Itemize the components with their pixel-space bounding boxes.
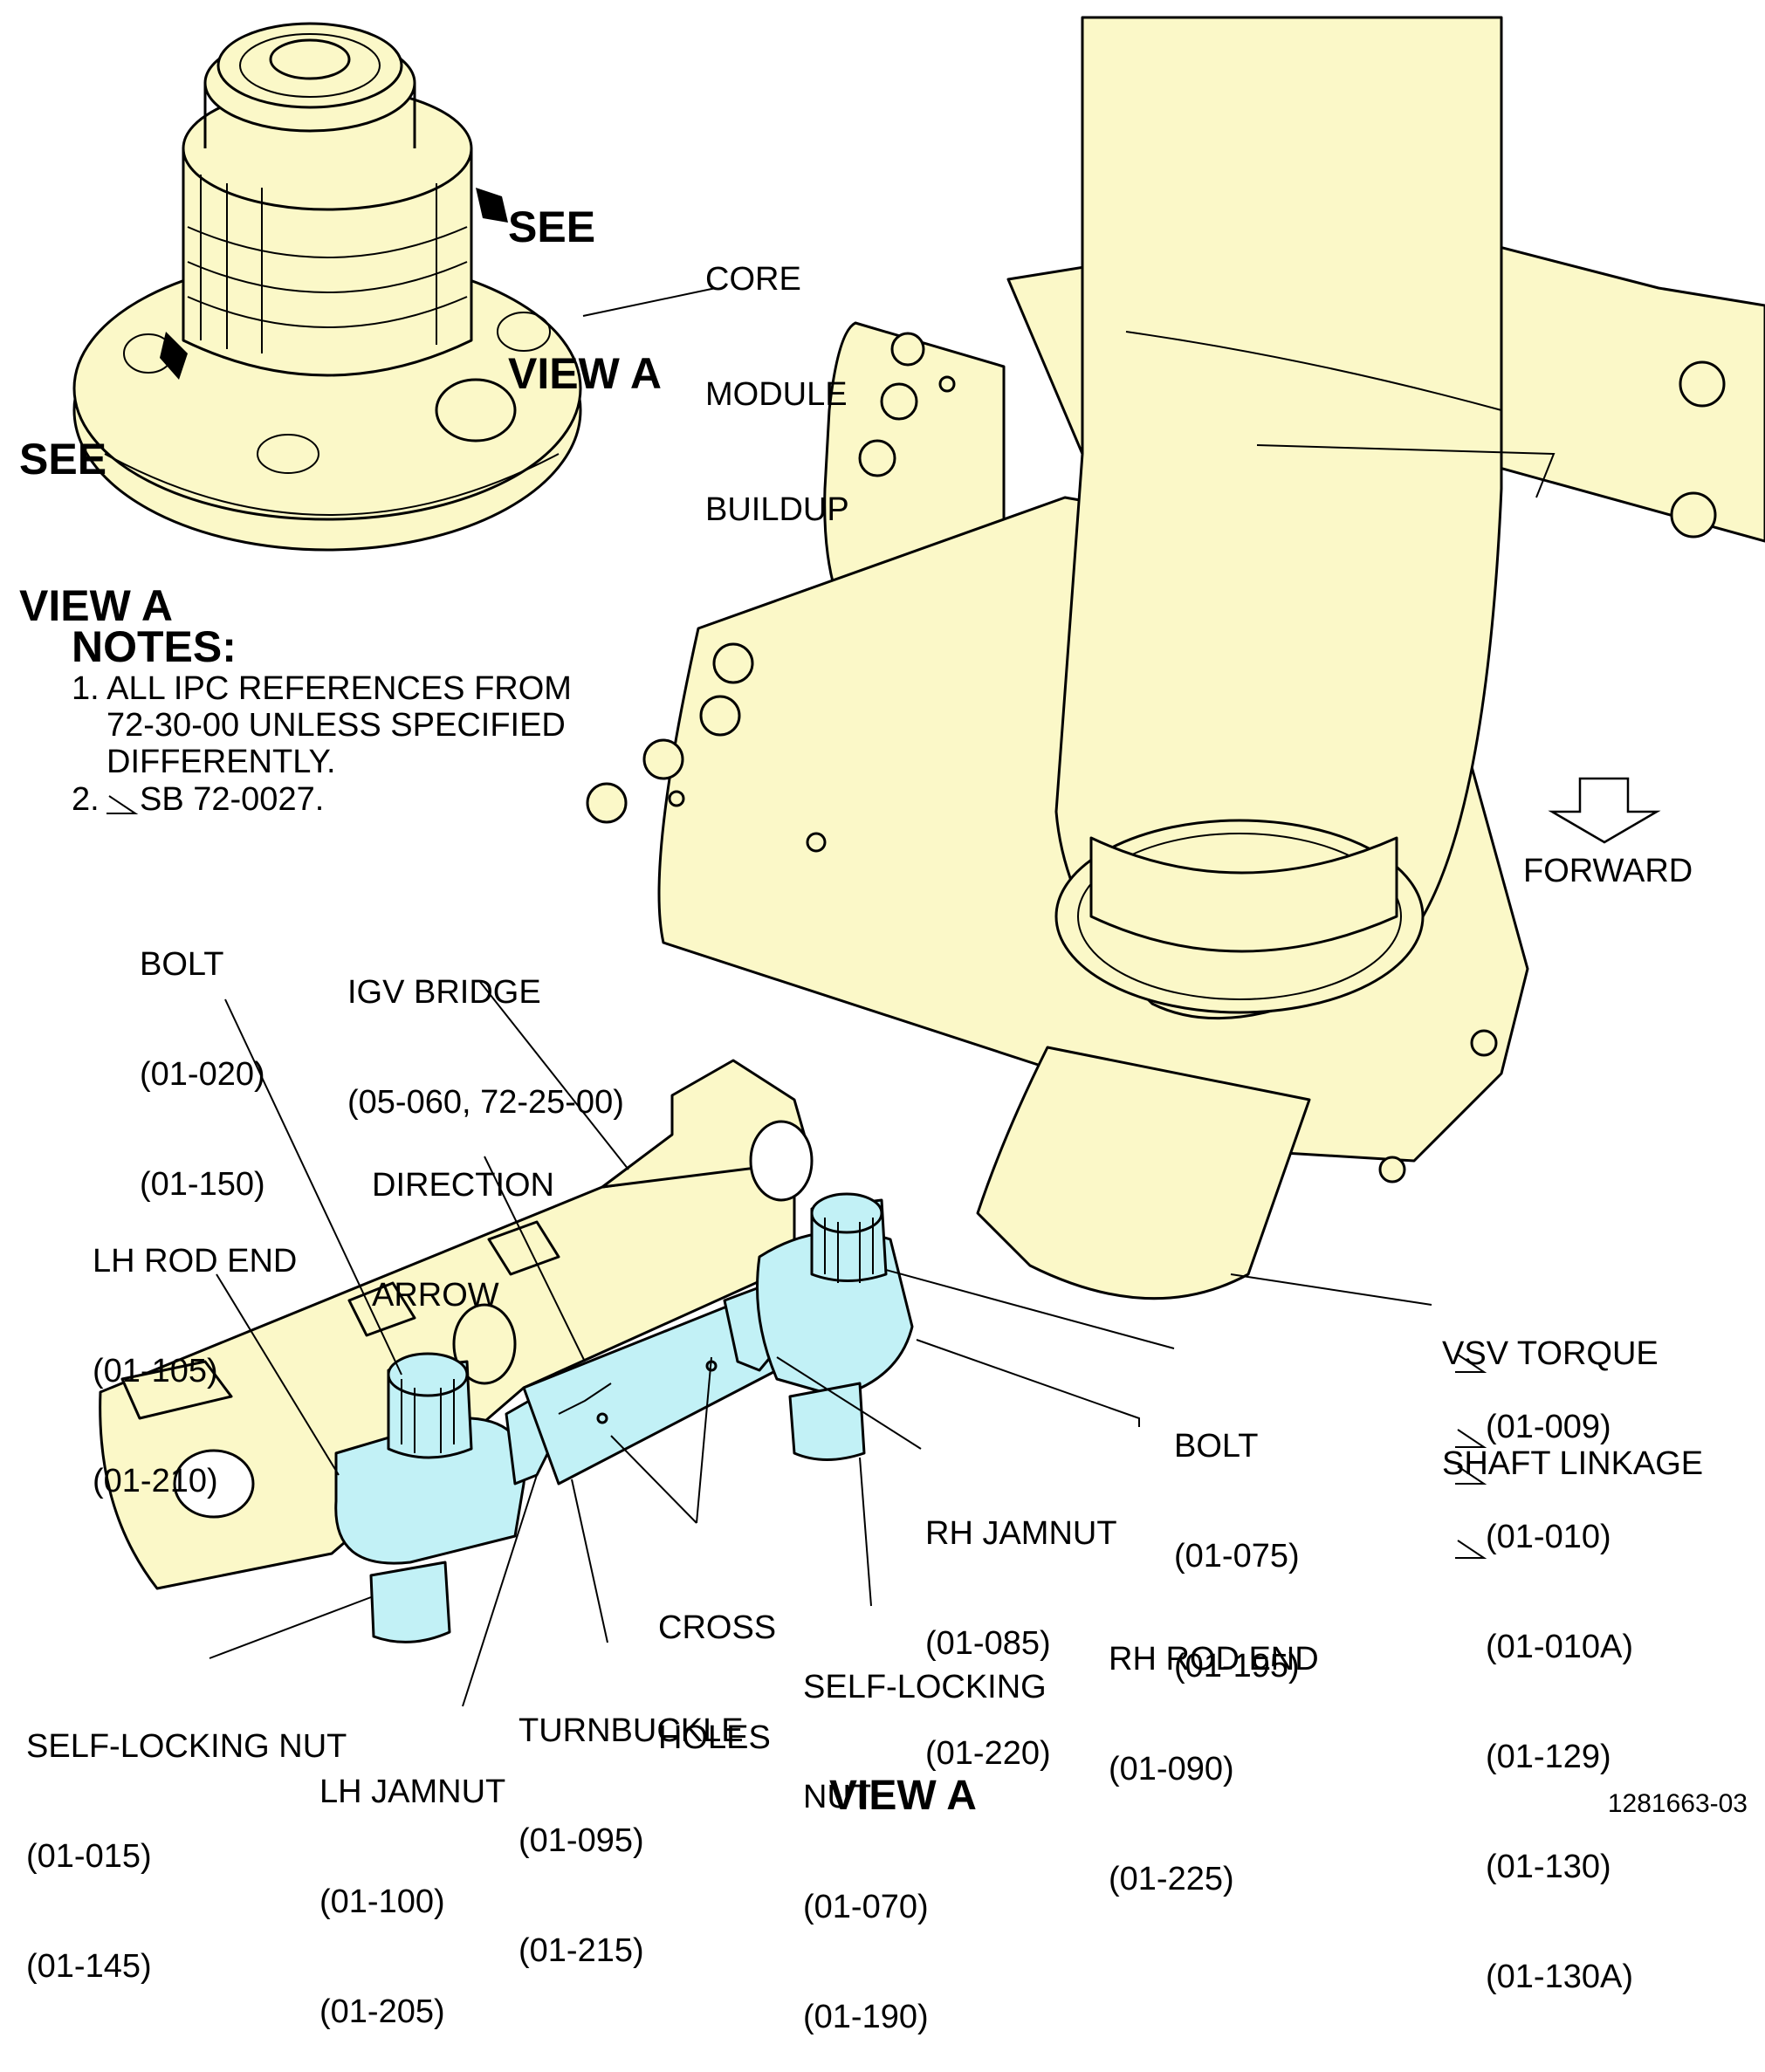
turnbuckle-line3: (01-215) [519, 1932, 644, 1969]
direction-arrow-line2: ARROW [372, 1277, 499, 1314]
vsv-ref-6: (01-130A) [1486, 1959, 1633, 1995]
vsv-refs-list: (01-009) (01-010) (01-010A) (01-129) (01… [1486, 1335, 1633, 2032]
turnbuckle-line2: (01-095) [519, 1822, 644, 1859]
lh-rod-end-label: LH ROD END (01-105) (01-210) [93, 1170, 297, 1536]
self-locking-nut-lh-line3: (01-145) [26, 1948, 152, 1985]
note-1-line2: 72-30-00 UNLESS SPECIFIED [106, 707, 566, 744]
see-view-a-left: SEE VIEW A [19, 337, 173, 679]
bolt-rh-label: BOLT (01-075) (01-195) [1174, 1355, 1300, 1721]
direction-arrow-label: DIRECTION ARROW [372, 1094, 554, 1350]
rh-rod-end-label: RH ROD END (01-090) (01-225) [1109, 1568, 1319, 1934]
vsv-ref-1: (01-009) [1486, 1409, 1611, 1445]
turnbuckle-label: TURNBUCKLE (01-095) (01-215) [519, 1639, 744, 2006]
direction-arrow-line1: DIRECTION [372, 1167, 554, 1204]
self-locking-nut-rh-line1: SELF-LOCKING [803, 1669, 1047, 1705]
cross-holes-line2: HOLES [658, 1719, 771, 1756]
vsv-ref-4: (01-129) [1486, 1739, 1611, 1775]
self-locking-nut-lh-line2: (01-015) [26, 1838, 152, 1875]
lh-jamnut-line1: LH JAMNUT [319, 1774, 506, 1810]
see-view-a-upper-line2: VIEW A [508, 349, 662, 398]
see-view-a-upper-line1: SEE [508, 202, 596, 251]
rh-jamnut-line2: (01-085) [925, 1625, 1051, 1662]
self-locking-nut-lh-line1: SELF-LOCKING NUT [26, 1728, 347, 1765]
rh-jamnut-label: RH JAMNUT (01-085) (01-220) [925, 1442, 1117, 1808]
core-module-illustration [72, 22, 582, 552]
bolt-upper-label: BOLT (01-020) (01-150) [140, 873, 265, 1239]
effectivity-triangles [106, 795, 1487, 1559]
forward-arrow [1548, 777, 1661, 844]
rh-rod-end-line2: (01-090) [1109, 1751, 1234, 1787]
bolt-rh-line2: (01-075) [1174, 1538, 1300, 1575]
view-a-title: VIEW A [829, 1773, 977, 1819]
vsv-torque-shaft-linkage [586, 16, 1765, 1300]
forward-label: FORWARD [1523, 853, 1693, 889]
vsv-ref-5: (01-130) [1486, 1849, 1611, 1885]
vsv-torque-line2: SHAFT LINKAGE [1442, 1445, 1704, 1482]
see-view-a-left-line1: SEE [19, 435, 107, 484]
leader-lines [209, 287, 1432, 1707]
igv-bridge-line2: (05-060, 72-25-00) [347, 1084, 624, 1121]
bolt-upper-line3: (01-150) [140, 1166, 265, 1203]
rh-jamnut-line1: RH JAMNUT [925, 1515, 1117, 1552]
self-locking-nut-rh-line2: NUT [803, 1779, 872, 1815]
lh-rod-end-line2: (01-105) [93, 1353, 218, 1389]
self-locking-nut-rh-label: SELF-LOCKING NUT (01-070) (01-190) [803, 1595, 1047, 2072]
vsv-torque-label: VSV TORQUE SHAFT LINKAGE [1442, 1262, 1703, 1519]
illustration: .p { fill: #fbf8c8; stroke: #000; stroke… [72, 16, 1765, 1707]
core-module-line2: MODULE [705, 376, 848, 413]
igv-bridge-line1: IGV BRIDGE [347, 974, 541, 1011]
rh-rod-end-line3: (01-225) [1109, 1861, 1234, 1897]
bolt-rh-line3: (01-195) [1174, 1648, 1300, 1684]
notes-title: NOTES: [72, 622, 237, 671]
rh-jamnut-line3: (01-220) [925, 1735, 1051, 1772]
note-2-text: SB 72-0027. [140, 781, 325, 818]
bolt-upper-line1: BOLT [140, 946, 224, 983]
turnbuckle-line1: TURNBUCKLE [519, 1712, 744, 1749]
vsv-ref-2: (01-010) [1486, 1519, 1611, 1555]
bolt-rh-line1: BOLT [1174, 1428, 1259, 1465]
figure-number: 1281663-03 [1607, 1789, 1748, 1818]
self-locking-nut-rh-line4: (01-190) [803, 1999, 929, 2035]
note-2-number: 2. [72, 781, 100, 818]
igv-bridge-label: IGV BRIDGE (05-060, 72-25-00) [347, 901, 624, 1157]
lh-rod-end-line1: LH ROD END [93, 1243, 298, 1280]
see-view-a-left-line2: VIEW A [19, 581, 173, 630]
turnbuckle-assembly [334, 1192, 914, 1643]
see-view-a-upper: SEE VIEW A [508, 105, 662, 447]
note-1-line1: 1. ALL IPC REFERENCES FROM [72, 670, 572, 707]
core-module-line3: BUILDUP [705, 491, 849, 528]
lh-rod-end-line3: (01-210) [93, 1463, 218, 1499]
core-module-label: CORE MODULE BUILDUP [705, 183, 849, 567]
vsv-ref-3: (01-010A) [1486, 1629, 1633, 1665]
cross-holes-label: CROSS HOLES [658, 1536, 776, 1793]
cross-holes-line1: CROSS [658, 1609, 777, 1646]
core-module-line1: CORE [705, 261, 801, 298]
lh-jamnut-line3: (01-205) [319, 1993, 445, 2030]
note-1-line3: DIFFERENTLY. [106, 744, 336, 780]
self-locking-nut-rh-line3: (01-070) [803, 1889, 929, 1925]
rh-rod-end-line1: RH ROD END [1109, 1641, 1319, 1677]
self-locking-nut-lh-label: SELF-LOCKING NUT (01-015) (01-145) [26, 1655, 347, 2021]
lh-jamnut-label: LH JAMNUT (01-100) (01-205) [319, 1700, 505, 2067]
bolt-upper-line2: (01-020) [140, 1056, 265, 1093]
vsv-torque-line1: VSV TORQUE [1442, 1335, 1659, 1372]
lh-jamnut-line2: (01-100) [319, 1883, 445, 1920]
